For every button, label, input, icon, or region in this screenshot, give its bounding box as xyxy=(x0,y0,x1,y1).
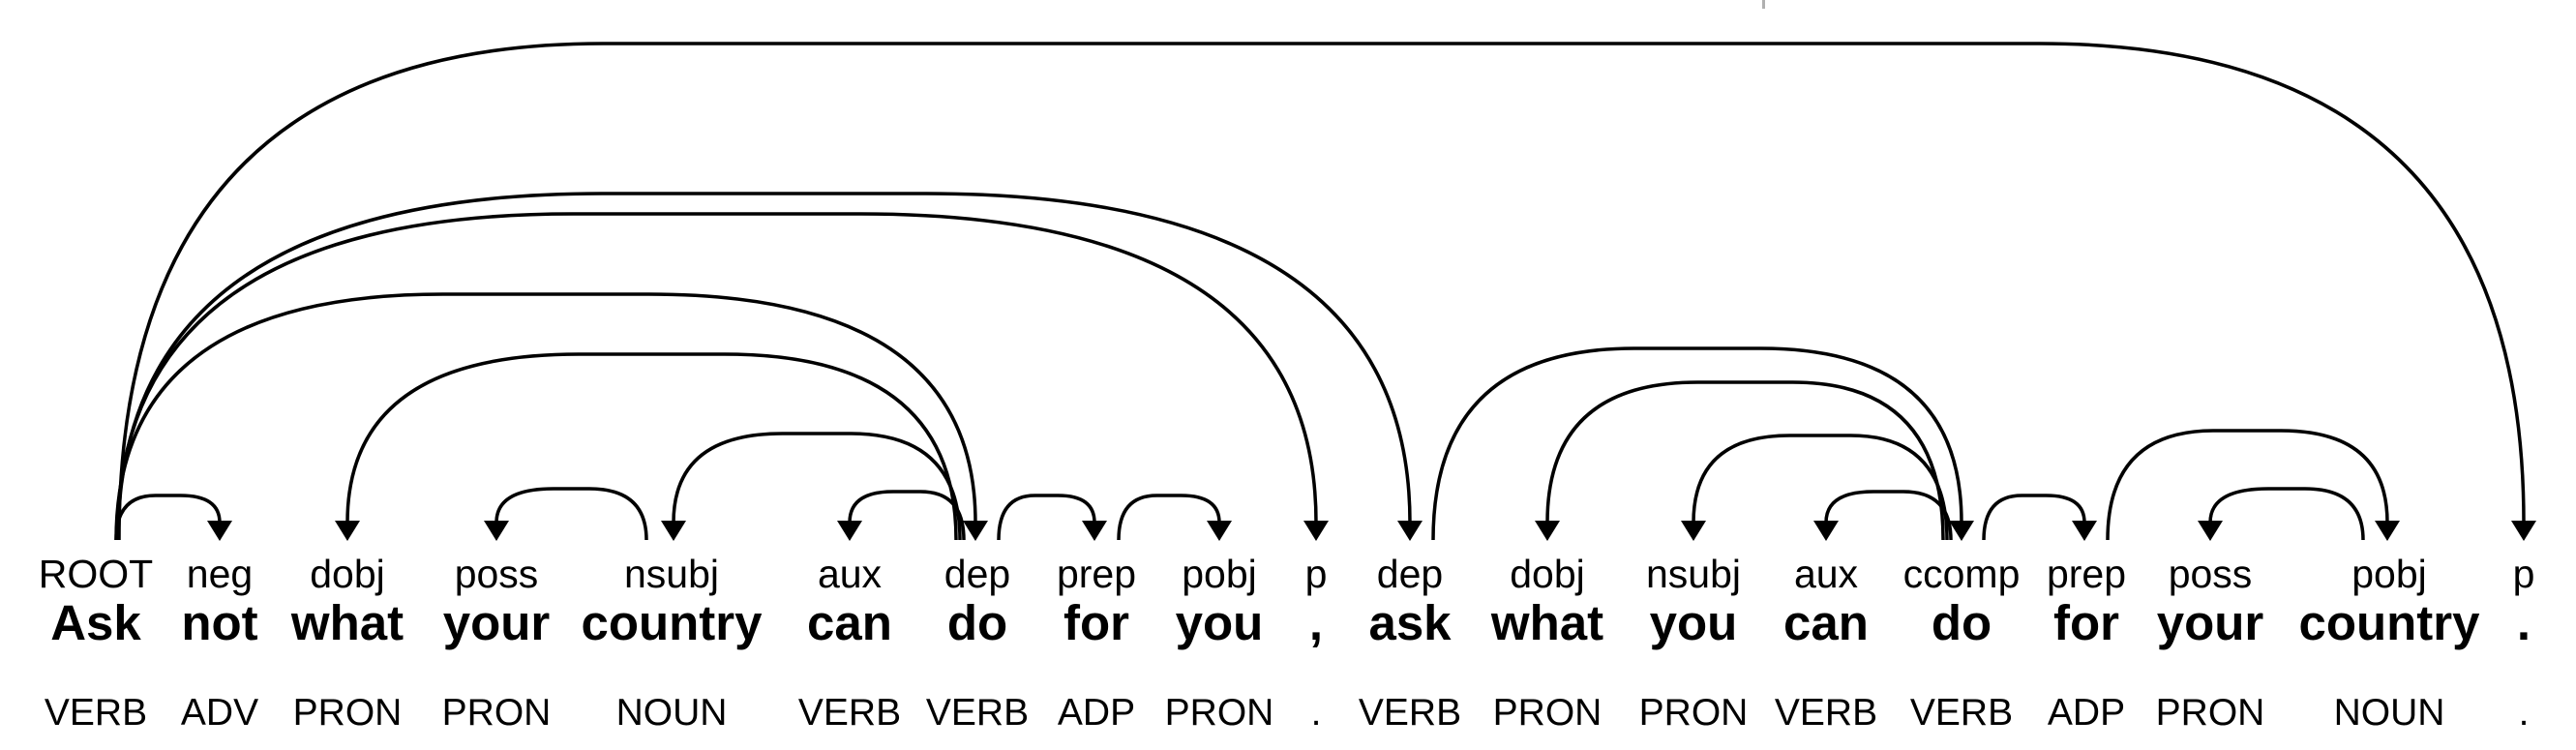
pos-tag: NOUN xyxy=(616,692,728,734)
pos-tag: PRON xyxy=(2156,692,2265,734)
dep-arc-dobj xyxy=(1545,380,1945,541)
token-text: for xyxy=(1063,595,1129,650)
token-text: what xyxy=(1490,595,1603,650)
pos-tag: . xyxy=(1311,692,1322,734)
dep-label: ccomp xyxy=(1903,552,2021,596)
arrowhead-icon xyxy=(2198,521,2223,541)
dep-label: dobj xyxy=(310,552,385,596)
pos-tag: . xyxy=(2519,692,2530,734)
dep-label: prep xyxy=(1057,552,1136,596)
dep-arc-pobj xyxy=(2106,429,2389,541)
token-text: you xyxy=(1176,595,1264,650)
dep-arc-dobj xyxy=(345,352,958,541)
token-text: country xyxy=(581,595,763,650)
dep-arc-prep xyxy=(1982,494,2086,541)
token-text: not xyxy=(181,595,257,650)
pos-tag: VERB xyxy=(1775,692,1877,734)
dep-label: pobj xyxy=(1182,552,1257,596)
arrowhead-icon xyxy=(2511,521,2536,541)
dep-arc-dep xyxy=(114,292,977,541)
pos-tag: NOUN xyxy=(2334,692,2445,734)
dep-arc-prep xyxy=(997,494,1096,541)
arrowhead-icon xyxy=(484,521,509,541)
arrowhead-icon xyxy=(837,521,862,541)
arrowhead-icon xyxy=(1535,521,1560,541)
pos-tag: PRON xyxy=(1493,692,1603,734)
dep-label: poss xyxy=(2169,552,2253,596)
dep-label: neg xyxy=(187,552,253,596)
token-text: ask xyxy=(1368,595,1452,650)
dep-label: dep xyxy=(1377,552,1443,596)
pos-tag: ADP xyxy=(1058,692,1135,734)
token-text: Ask xyxy=(50,595,141,650)
dep-arc-p xyxy=(117,42,2526,541)
pos-tag: VERB xyxy=(926,692,1029,734)
dep-label: aux xyxy=(818,552,883,596)
arrowhead-icon xyxy=(1397,521,1423,541)
arrowhead-icon xyxy=(1681,521,1706,541)
arrowhead-icon xyxy=(1813,521,1839,541)
pos-tag: ADV xyxy=(181,692,258,734)
arrowhead-icon xyxy=(2375,521,2400,541)
dep-label: dobj xyxy=(1510,552,1585,596)
token-text-layer: ROOTAskVERBnegnotADVdobjwhatPRONpossyour… xyxy=(39,552,2535,734)
dep-label: dep xyxy=(944,552,1010,596)
token-text: can xyxy=(807,595,892,650)
dep-label: nsubj xyxy=(1646,552,1741,596)
arrowhead-icon xyxy=(1303,521,1329,541)
arrowhead-icon xyxy=(335,521,360,541)
token-text: country xyxy=(2298,595,2480,650)
pos-tag: PRON xyxy=(1639,692,1749,734)
arrowhead-icon xyxy=(207,521,232,541)
dep-arc-poss xyxy=(494,487,648,541)
pos-tag: PRON xyxy=(293,692,403,734)
token-text: you xyxy=(1650,595,1738,650)
dep-arc-nsubj xyxy=(672,432,962,541)
arrowhead-icon xyxy=(661,521,686,541)
arrowhead-icon xyxy=(1207,521,1232,541)
token-text: for xyxy=(2053,595,2119,650)
dep-label: aux xyxy=(1794,552,1859,596)
dep-arc-aux xyxy=(1824,490,1953,541)
pos-tag: VERB xyxy=(45,692,147,734)
dep-label: poss xyxy=(455,552,539,596)
dep-arc-poss xyxy=(2208,487,2365,541)
dep-arc-pobj xyxy=(1117,494,1221,541)
arrowhead-icon xyxy=(1949,521,1974,541)
token-text: , xyxy=(1309,595,1323,650)
pos-tag: VERB xyxy=(798,692,901,734)
token-text: your xyxy=(443,595,551,650)
dep-arc-neg xyxy=(114,494,222,541)
stray-cursor-artifact xyxy=(1762,0,1765,9)
dep-label: ROOT xyxy=(39,552,153,596)
arrowhead-icon xyxy=(2072,521,2097,541)
dep-arc-nsubj xyxy=(1692,434,1949,541)
pos-tag: PRON xyxy=(442,692,552,734)
pos-tag: VERB xyxy=(1359,692,1461,734)
pos-tag: PRON xyxy=(1165,692,1274,734)
token-text: . xyxy=(2517,595,2531,650)
dep-label: p xyxy=(1305,552,1328,596)
token-text: do xyxy=(947,595,1007,650)
dep-label: p xyxy=(2513,552,2535,596)
pos-tag: VERB xyxy=(1910,692,2013,734)
token-text: can xyxy=(1783,595,1869,650)
dep-label: prep xyxy=(2047,552,2126,596)
dep-label: nsubj xyxy=(624,552,719,596)
arrowhead-icon xyxy=(963,521,988,541)
dep-arc-aux xyxy=(848,490,966,541)
token-text: your xyxy=(2157,595,2264,650)
dep-arc-p xyxy=(115,212,1318,541)
pos-tag: ADP xyxy=(2048,692,2125,734)
dependency-arcs-layer xyxy=(114,42,2536,541)
token-text: what xyxy=(290,595,404,650)
dep-arc-dep xyxy=(116,192,1412,541)
token-text: do xyxy=(1932,595,1992,650)
arrowhead-icon xyxy=(1082,521,1107,541)
dep-label: pobj xyxy=(2351,552,2427,596)
dep-arc-ccomp xyxy=(1431,346,1963,541)
